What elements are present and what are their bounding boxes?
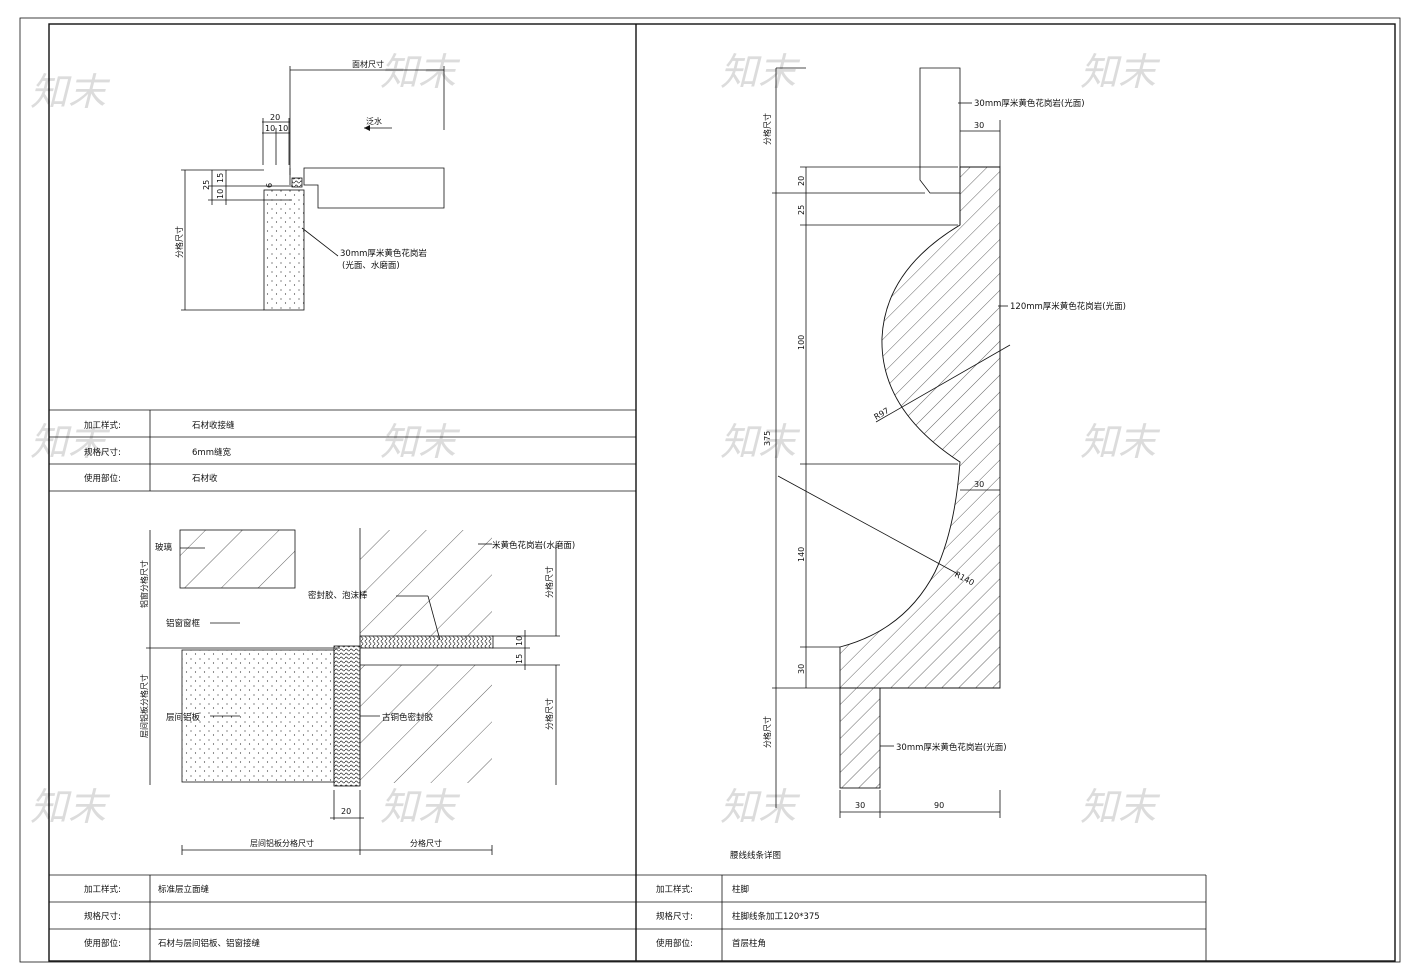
label-mesh: 层间铝板 — [166, 712, 201, 723]
label-caulk: 密封胶、泡沫棒 — [308, 590, 368, 601]
outer-frame — [19, 17, 1401, 963]
material-note-1: 30mm厚米黄色花岗岩 — [340, 248, 427, 259]
dim-gap-6: 6 — [265, 183, 274, 188]
table-c-row1-label: 加工样式: — [656, 884, 693, 895]
table-b-row1-value: 标准层立面缝 — [158, 884, 210, 895]
dim-b-left-top: 铝窗分格尺寸 — [139, 560, 149, 608]
vertical-sealant — [333, 645, 361, 787]
dim-c-30-top: 30 — [974, 121, 984, 130]
detail-b-wall-joint: 10 15 分格尺寸 分格尺寸 铝窗分格尺寸 层间铝板分格尺寸 20 层间铝板分… — [139, 528, 575, 855]
dim-left-finish: 分格尺寸 — [174, 226, 184, 258]
table-c-row2-value: 柱脚线条加工120*375 — [732, 911, 820, 922]
dim-b-10: 10 — [515, 636, 524, 646]
watermark-10: 知末 — [380, 785, 461, 829]
dim-c-30-mid: 30 — [974, 480, 984, 489]
detail-a-table: 加工样式: 石材收接缝 规格尺寸: 6mm缝宽 使用部位: 石材收 — [49, 409, 636, 492]
label-stone: 米黄色花岗岩(水磨面) — [492, 540, 575, 551]
dim-10-b: 10 — [278, 124, 288, 133]
dim-10-a: 10 — [265, 124, 275, 133]
watermark-3: 知末 — [720, 50, 801, 94]
table-c-row2-label: 规格尺寸: — [656, 911, 693, 922]
dim-c-25: 25 — [797, 205, 806, 215]
dim-c-100: 100 — [797, 335, 806, 350]
aluminum-panel — [181, 649, 335, 783]
top-slab — [303, 167, 445, 209]
detail-c-column-base: R97 R140 30mm厚米黄色花岗岩(光面) 120mm厚米黄色花岗岩(光面… — [730, 67, 1126, 861]
dim-c-bottom-finish: 分格尺寸 — [762, 716, 772, 748]
radius-140-line — [777, 475, 959, 575]
table-a-row2-value: 6mm缝宽 — [192, 447, 231, 458]
dim-c-top-finish: 分格尺寸 — [762, 113, 772, 145]
main-profile — [839, 166, 1001, 689]
joint-sealant — [291, 177, 303, 188]
glass-block — [179, 529, 296, 589]
table-b-row2-label: 规格尺寸: — [84, 911, 121, 922]
stone-upper — [360, 530, 492, 640]
watermark-12: 知末 — [1080, 785, 1161, 829]
table-b-row3-value: 石材与层间铝板、铝窗接缝 — [158, 938, 261, 949]
detail-c-caption: 腰线线条详图 — [730, 850, 781, 861]
dim-b-right-top: 分格尺寸 — [544, 566, 554, 598]
watermark-1: 知末 — [30, 70, 111, 114]
note-top-stone: 30mm厚米黄色花岗岩(光面) — [974, 98, 1085, 109]
radius-97-line — [875, 344, 1011, 423]
table-c-row3-label: 使用部位: — [656, 938, 693, 949]
dim-c-w90: 90 — [934, 801, 944, 810]
watermark-4: 知末 — [1080, 50, 1161, 94]
material-leader — [301, 227, 339, 257]
dim-c-20: 20 — [797, 176, 806, 186]
dim-b-20: 20 — [341, 807, 351, 816]
dim-c-w30: 30 — [855, 801, 865, 810]
label-frame: 铝窗窗框 — [166, 618, 201, 629]
watermark-8: 知末 — [1080, 420, 1161, 464]
dim-25: 25 — [202, 180, 211, 190]
table-c-row1-value: 柱脚 — [732, 884, 749, 895]
dim-b-bottom-left: 层间铝板分格尺寸 — [250, 838, 314, 848]
watermarks: 知末 知末 知末 知末 知末 知末 知末 知末 知末 知末 知末 知末 — [30, 50, 1161, 829]
table-c-row3-value: 首层柱角 — [732, 938, 766, 949]
watermark-7: 知末 — [720, 420, 801, 464]
watermark-6: 知末 — [380, 420, 461, 464]
dim-15: 15 — [216, 173, 225, 183]
dim-c-30-bottom: 30 — [797, 664, 806, 674]
detail-a-stone-joint: 面材尺寸 20 10 10 泛水 分格尺寸 25 15 10 6 30mm厚米黄… — [174, 59, 445, 311]
vertical-stone — [263, 189, 305, 311]
table-a-row2-label: 规格尺寸: — [84, 447, 121, 458]
dim-b-bottom-right: 分格尺寸 — [410, 838, 442, 848]
detail-c-table: 加工样式: 柱脚 规格尺寸: 柱脚线条加工120*375 使用部位: 首层柱角 — [656, 875, 820, 961]
top-stone — [919, 67, 961, 194]
table-b-row3-label: 使用部位: — [84, 938, 121, 949]
dim-c-375: 375 — [763, 431, 772, 446]
table-a-row1-label: 加工样式: — [84, 420, 121, 431]
watermark-11: 知末 — [720, 785, 801, 829]
dim-b-left-bottom: 层间铝板分格尺寸 — [139, 674, 149, 738]
radius-97: R97 — [873, 406, 891, 422]
label-copper: 古铜色密封胶 — [382, 712, 434, 723]
watermark-5: 知末 — [30, 420, 111, 464]
note-bottom-stone: 30mm厚米黄色花岗岩(光面) — [896, 742, 1007, 753]
table-a-row3-value: 石材收 — [192, 473, 218, 484]
detail-b-table: 加工样式: 标准层立面缝 规格尺寸: 使用部位: 石材与层间铝板、铝窗接缝 — [49, 874, 1207, 961]
stone-lower — [360, 665, 492, 783]
dim-b-right-bottom: 分格尺寸 — [544, 698, 554, 730]
dim-10: 10 — [216, 189, 225, 199]
bottom-stone — [839, 687, 881, 789]
dim-b-15: 15 — [515, 654, 524, 664]
note-main-stone: 120mm厚米黄色花岗岩(光面) — [1010, 301, 1126, 312]
table-b-row1-label: 加工样式: — [84, 884, 121, 895]
material-note-2: (光面、水磨面) — [342, 260, 400, 271]
dim-c-140: 140 — [797, 547, 806, 562]
dim-20: 20 — [270, 113, 280, 122]
dim-finish-size: 面材尺寸 — [352, 59, 384, 69]
table-a-row3-label: 使用部位: — [84, 473, 121, 484]
flow-note: 泛水 — [366, 116, 382, 126]
table-a-row1-value: 石材收接缝 — [192, 420, 235, 431]
horizontal-sealant — [359, 635, 494, 649]
watermark-9: 知末 — [30, 785, 111, 829]
watermark-2: 知末 — [380, 50, 461, 94]
label-glass: 玻璃 — [155, 542, 173, 553]
